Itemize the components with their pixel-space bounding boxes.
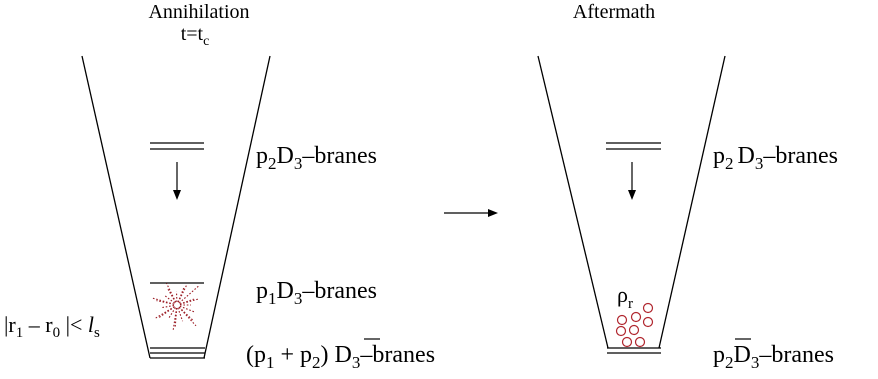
left-lower-label: (p1 + p2) D3–branes — [246, 342, 435, 372]
left-title: Annihilation — [148, 1, 249, 23]
left-throat-wall-left — [81, 55, 151, 359]
anti-d-symbol: D — [335, 342, 352, 368]
explosion-ray — [179, 305, 195, 313]
left-time-label: t=tc — [181, 23, 210, 49]
explosion-ray — [167, 307, 176, 320]
explosion-ray — [178, 306, 195, 322]
explosion-ray — [178, 306, 197, 327]
right-title: Aftermath — [573, 1, 655, 23]
radiation-particles — [615, 302, 654, 348]
right-down-arrow — [628, 162, 636, 200]
explosion-burst — [151, 283, 200, 332]
left-middle-label: p1D3–branes — [256, 278, 377, 308]
transition-arrow — [444, 209, 498, 217]
left-upper-brane-stack — [150, 142, 204, 150]
explosion-ray — [177, 307, 184, 322]
explosion-ray — [178, 285, 199, 304]
right-upper-brane-stack — [606, 142, 661, 150]
explosion-ray — [179, 298, 195, 305]
left-lower-brane-stack — [150, 347, 205, 359]
explosion-ray — [172, 307, 178, 332]
explosion-ray — [174, 307, 178, 327]
explosion-ray — [154, 306, 175, 320]
explosion-ray — [166, 283, 177, 303]
explosion-ray — [151, 297, 175, 305]
explosion-ray — [167, 288, 177, 303]
right-throat-wall-right — [658, 55, 726, 349]
explosion-ray — [158, 306, 175, 318]
right-throat-wall-left — [537, 55, 609, 349]
right-lower-label: p2D3–branes — [713, 342, 834, 372]
left-panel: Annihilation t=tc p2D3–branes p1D3–brane… — [4, 1, 435, 372]
left-down-arrow — [173, 162, 181, 200]
explosion-ray — [156, 300, 175, 305]
separation-condition: |r1 – r0 |< ls — [4, 312, 100, 341]
radiation-density-label: ρr — [617, 282, 633, 312]
right-lower-brane-stack — [607, 347, 661, 354]
explosion-ray — [177, 287, 185, 303]
left-throat-wall-right — [203, 55, 271, 359]
explosion-ray — [161, 304, 175, 309]
left-upper-label: p2D3–branes — [256, 143, 377, 173]
